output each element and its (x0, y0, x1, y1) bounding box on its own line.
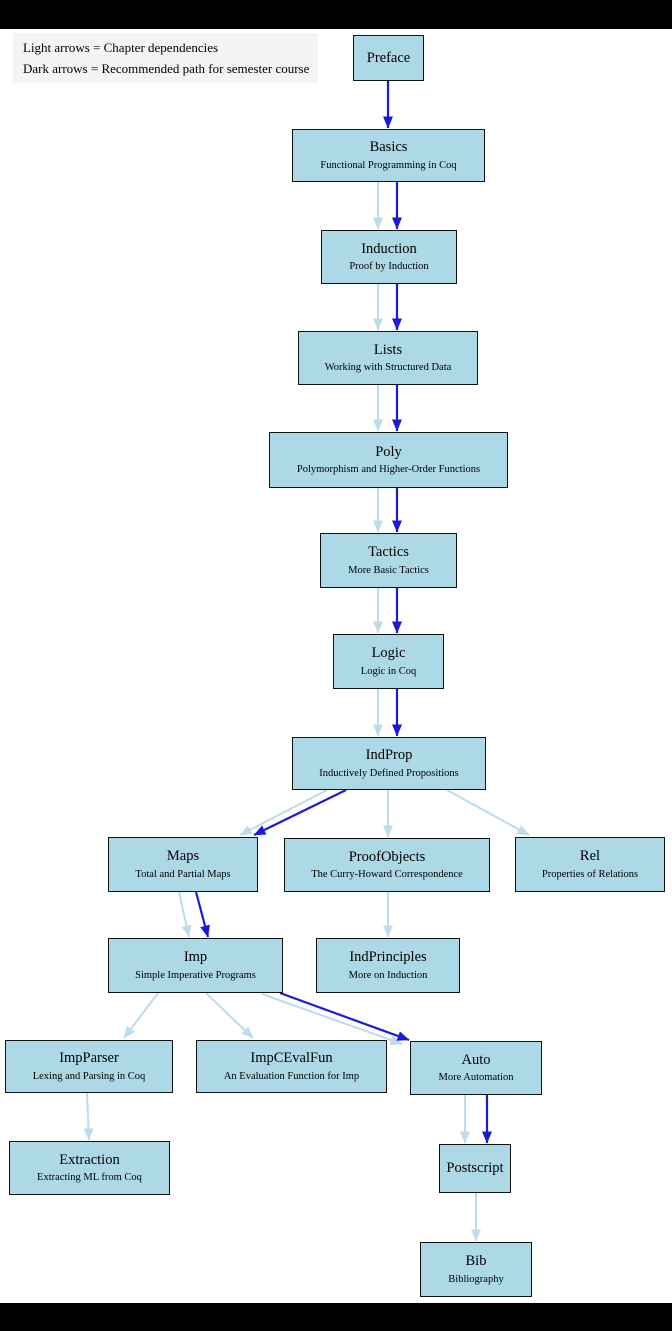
chapter-subtitle: Proof by Induction (349, 261, 429, 272)
chapter-subtitle: Lexing and Parsing in Coq (32, 1070, 146, 1082)
chapter-title: Logic (371, 645, 406, 661)
chapter-subtitle: Logic in Coq (360, 665, 417, 677)
edge-indprop-maps-light-arrow (239, 789, 328, 836)
edge-maps-imp-dark-arrow (194, 891, 210, 938)
chapter-node-preface[interactable]: Preface (353, 35, 424, 81)
chapter-subtitle: An Evaluation Function for Imp (223, 1070, 360, 1082)
chapter-subtitle: More Automation (438, 1072, 514, 1083)
chapter-node-postscript[interactable]: Postscript (439, 1144, 511, 1193)
chapter-title: Poly (375, 443, 402, 460)
chapter-subtitle: Functional Programming in Coq (320, 159, 457, 171)
chapter-subtitle: More on Induction (348, 969, 428, 981)
edge-impparser-extraction-light-arrow (83, 1092, 94, 1141)
chapter-title: Postscript (446, 1160, 504, 1177)
legend: Light arrows = Chapter dependencies Dark… (13, 33, 318, 83)
chapter-subtitle: Working with Structured Data (324, 362, 452, 373)
legend-light-arrows-line: Light arrows = Chapter dependencies (23, 40, 219, 55)
chapter-title: Basics (369, 139, 408, 155)
chapter-title: Extraction (59, 1151, 120, 1168)
chapter-title: Rel (579, 848, 601, 864)
chapter-title: Tactics (368, 544, 409, 560)
chapter-title: Auto (461, 1051, 491, 1068)
chapter-subtitle: The Curry-Howard Correspondence (311, 869, 463, 880)
chapter-title: IndPrinciples (349, 949, 427, 965)
chapter-title: Maps (166, 848, 200, 864)
chapter-title: ImpCEvalFun (250, 1050, 333, 1066)
chapter-title: Lists (373, 341, 403, 358)
legend-dark-arrows-line: Dark arrows = Recommended path for semes… (23, 61, 310, 76)
edge-indprop-maps-dark-arrow (253, 789, 347, 836)
chapter-subtitle: Bibliography (448, 1273, 504, 1285)
chapter-title: ImpParser (59, 1050, 119, 1066)
edge-imp-impcevalfun-light-arrow (205, 992, 254, 1039)
chapter-title: Induction (361, 240, 417, 257)
chapter-subtitle: Inductively Defined Propositions (319, 767, 459, 779)
chapter-title: ProofObjects (348, 848, 426, 865)
edge-indprop-rel-light-arrow (446, 789, 530, 836)
edge-imp-auto-dark-arrow (279, 991, 410, 1042)
chapter-subtitle: Properties of Relations (541, 868, 639, 880)
chapter-title: Preface (366, 49, 411, 66)
chapter-subtitle: More Basic Tactics (348, 564, 429, 576)
edge-imp-auto-light-arrow (261, 993, 403, 1045)
chapter-title: IndProp (365, 747, 413, 763)
edge-maps-imp-light-arrow (178, 891, 192, 938)
chapter-title: Imp (183, 949, 208, 965)
chapter-subtitle: Total and Partial Maps (135, 868, 231, 880)
chapter-node-impcevalfun[interactable]: ImpCEvalFun An Evaluation Function for Im… (196, 1040, 387, 1093)
chapter-subtitle: Polymorphism and Higher-Order Functions (296, 464, 481, 475)
chapter-title: Bib (465, 1253, 487, 1269)
edge-imp-impparser-light-arrow (123, 992, 159, 1039)
chapter-subtitle: Extracting ML from Coq (37, 1172, 142, 1183)
chapter-subtitle: Simple Imperative Programs (135, 969, 256, 981)
